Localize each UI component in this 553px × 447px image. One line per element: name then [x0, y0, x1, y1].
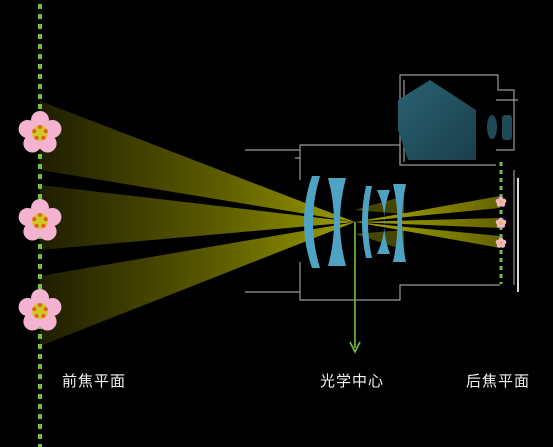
incoming-light-beams [40, 101, 355, 346]
lens-element-icon [377, 190, 390, 254]
lens-element-icon [362, 186, 372, 258]
lens-element-icon [393, 184, 406, 262]
optical-center-label: 光学中心 [320, 372, 385, 390]
lens-element-icon [328, 178, 346, 266]
down-arrow-icon [349, 222, 361, 354]
lens-element-icon [304, 176, 320, 268]
outgoing-light-beams [355, 196, 500, 250]
lens-group [304, 176, 406, 268]
camera-body-outline [245, 74, 519, 301]
front-focal-plane-label: 前焦平面 [62, 372, 127, 390]
pentaprism-icon [398, 80, 512, 160]
back-focal-plane-label: 后焦平面 [466, 372, 531, 390]
